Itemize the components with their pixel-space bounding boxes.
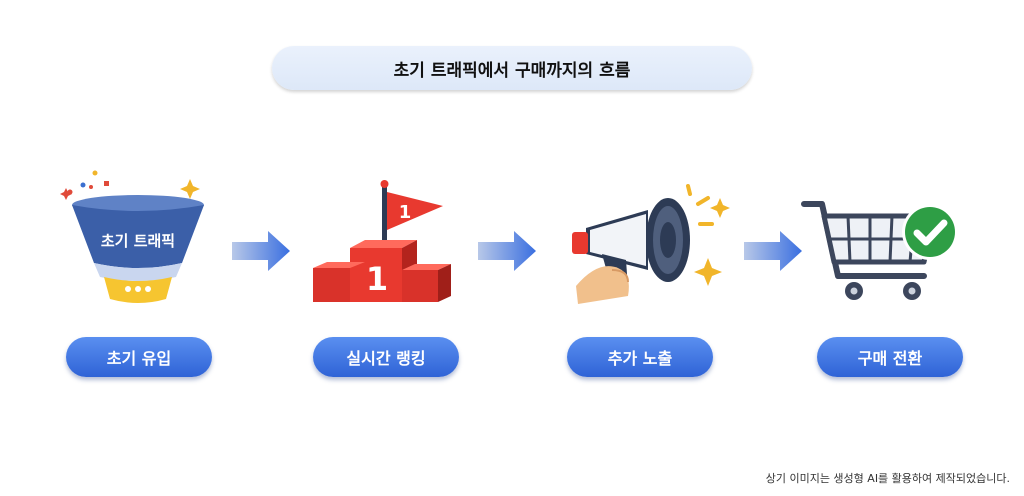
step-label-realtime-ranking: 실시간 랭킹 — [313, 337, 459, 377]
funnel-icon: 초기 트래픽 — [60, 170, 204, 303]
funnel-label: 초기 트래픽 — [101, 232, 175, 250]
podium-number: 1 — [366, 260, 388, 298]
arrow-right-icon — [232, 231, 290, 271]
megaphone-icon — [572, 184, 730, 304]
arrow-right-icon — [744, 231, 802, 271]
arrow-right-icon — [478, 231, 536, 271]
shopping-cart-icon — [801, 201, 958, 300]
step-label-initial-inflow: 초기 유입 — [66, 337, 212, 377]
step-label-purchase-conversion: 구매 전환 — [817, 337, 963, 377]
page-title: 초기 트래픽에서 구매까지의 흐름 — [272, 46, 752, 90]
footnote: 상기 이미지는 생성형 AI를 활용하여 제작되었습니다. — [765, 472, 1010, 485]
flag-number: 1 — [399, 202, 412, 223]
podium-icon: 1 1 — [313, 180, 451, 302]
step-label-additional-exposure: 추가 노출 — [567, 337, 713, 377]
